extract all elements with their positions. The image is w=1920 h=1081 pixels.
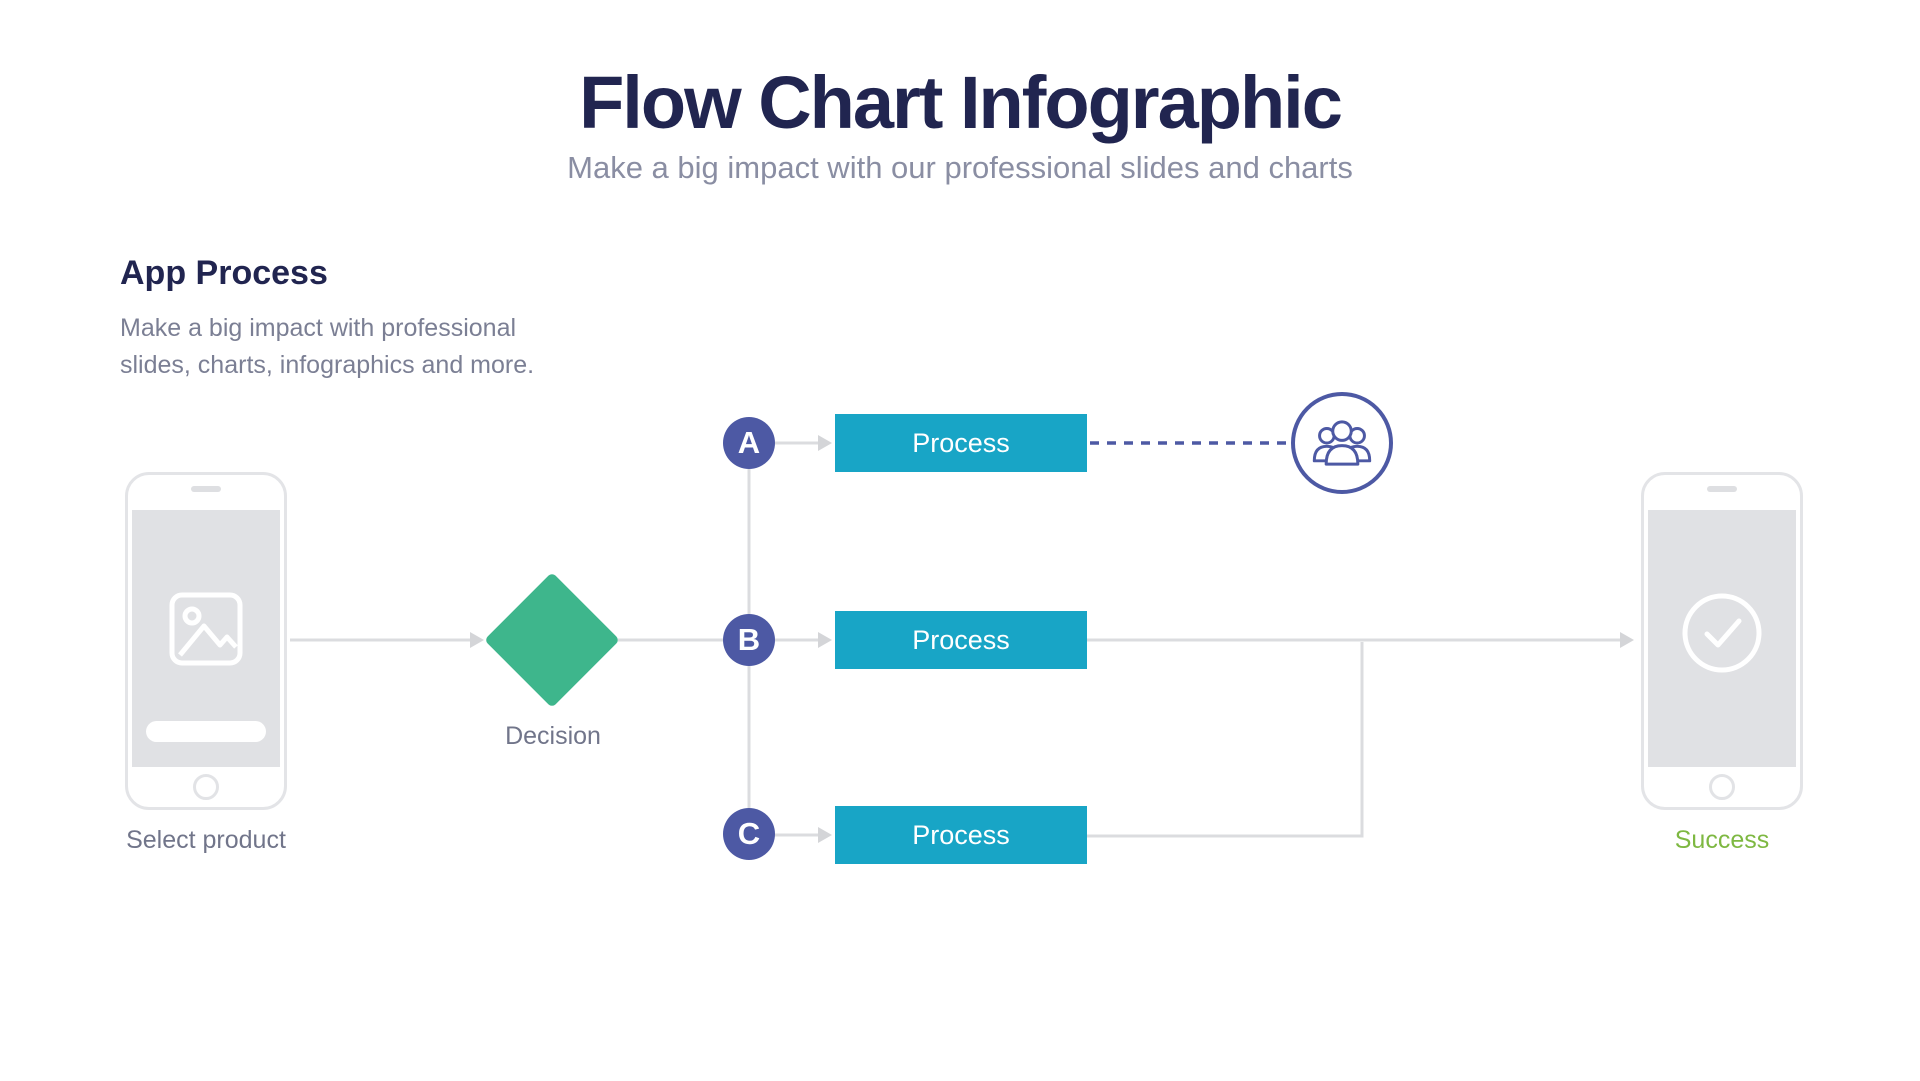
success-label: Success xyxy=(1674,826,1770,854)
section-description-line2: slides, charts, infographics and more. xyxy=(120,351,535,379)
line-process-c-merge xyxy=(1087,642,1364,838)
start-phone-screen xyxy=(132,510,280,767)
section-description: Make a big impact with professional slid… xyxy=(120,310,534,384)
section-description-line1: Make a big impact with professional xyxy=(120,314,517,342)
process-box-a: Process xyxy=(835,414,1087,472)
arrowhead-into-success-icon xyxy=(1620,632,1634,648)
arrowhead-into-process-a-icon xyxy=(818,435,832,451)
phone-home-button-icon xyxy=(1709,774,1735,800)
image-placeholder-icon xyxy=(169,592,243,666)
branch-circle-b: B xyxy=(723,614,775,666)
page-subtitle: Make a big impact with our professional … xyxy=(567,150,1353,185)
branch-circle-a: A xyxy=(723,417,775,469)
branch-circle-c: C xyxy=(723,808,775,860)
arrowhead-into-decision-icon xyxy=(470,632,484,648)
arrowhead-into-process-c-icon xyxy=(818,827,832,843)
process-box-b: Process xyxy=(835,611,1087,669)
success-phone xyxy=(1641,472,1803,810)
success-phone-screen xyxy=(1648,510,1796,767)
team-icon xyxy=(1312,420,1372,466)
page-title: Flow Chart Infographic xyxy=(579,61,1343,144)
phone-speaker-icon xyxy=(191,486,221,492)
check-circle-icon xyxy=(1682,593,1762,673)
decision-label: Decision xyxy=(505,722,601,750)
phone-home-button-icon xyxy=(193,774,219,800)
process-box-c: Process xyxy=(835,806,1087,864)
start-phone xyxy=(125,472,287,810)
phone-speaker-icon xyxy=(1707,486,1737,492)
phone-button-pill xyxy=(146,721,266,742)
section-heading: App Process xyxy=(120,254,328,292)
team-circle xyxy=(1291,392,1393,494)
arrowhead-into-process-b-icon xyxy=(818,632,832,648)
start-label: Select product xyxy=(126,826,286,854)
